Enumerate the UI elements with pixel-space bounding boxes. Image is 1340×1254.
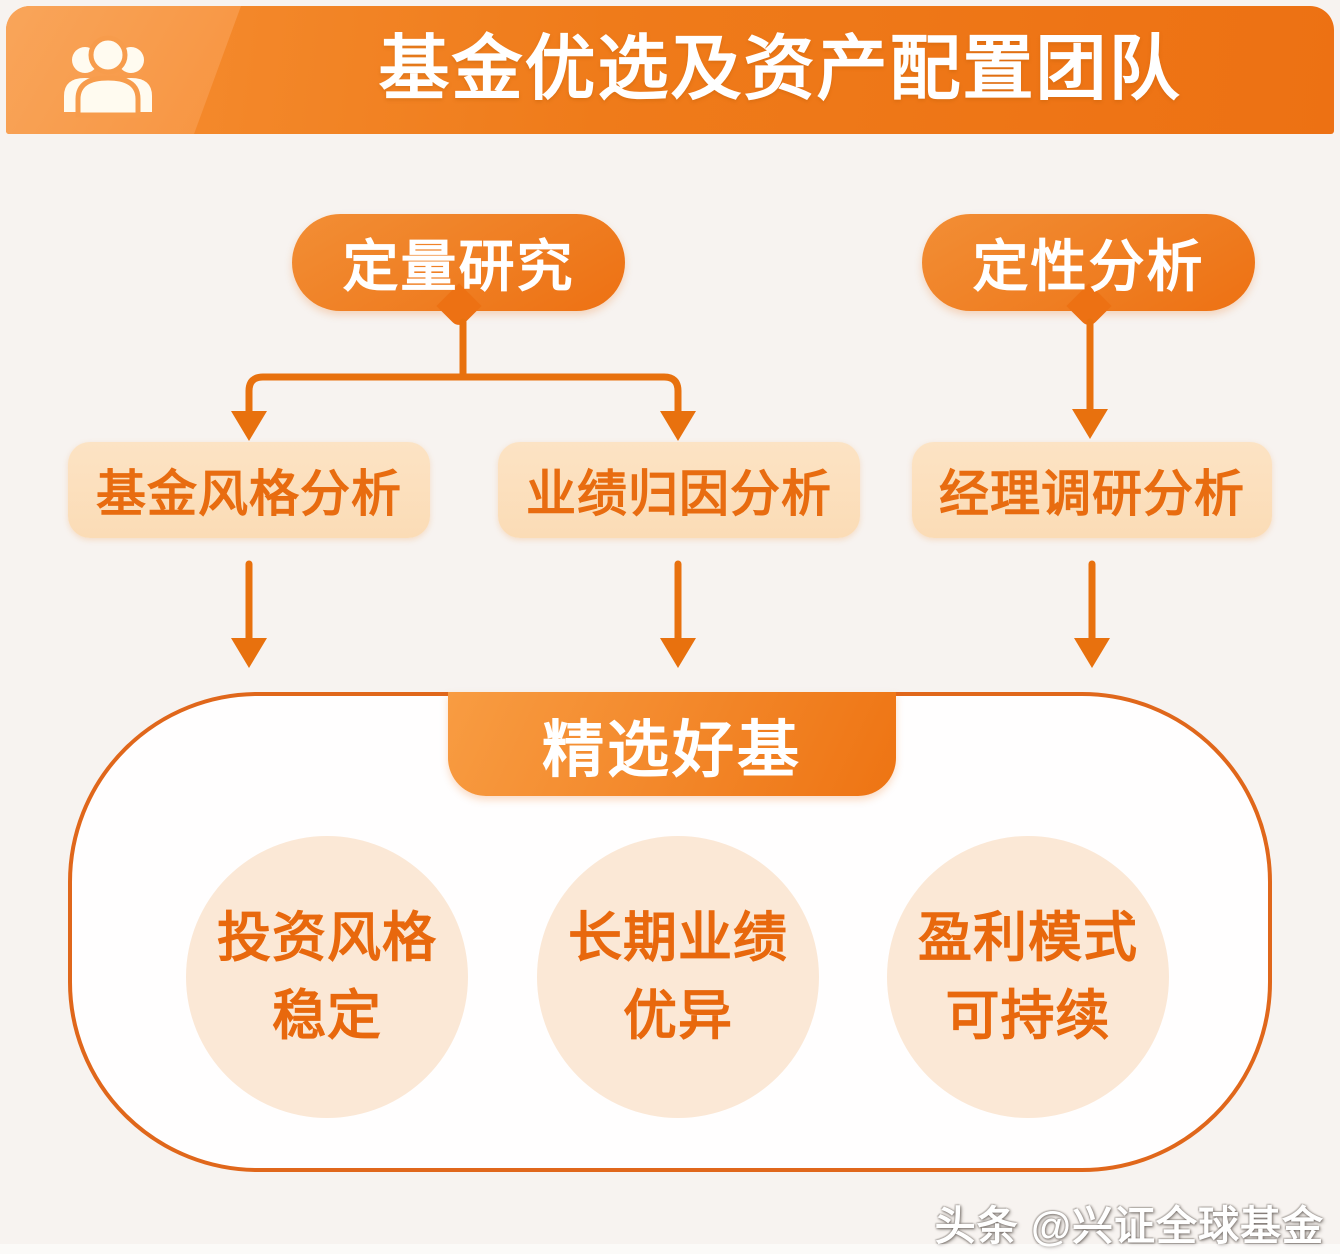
criterion-line2: 可持续 xyxy=(945,986,1111,1046)
criterion-circle-longterm-performance: 长期业绩 优异 xyxy=(537,836,819,1118)
split-arrow xyxy=(231,318,696,441)
watermark: 头条 @兴证全球基金 xyxy=(934,1203,1324,1249)
criterion-line2: 稳定 xyxy=(272,986,382,1046)
box3-down-arrow xyxy=(1074,560,1110,668)
result-label: 精选好基 xyxy=(448,692,896,796)
team-people-icon xyxy=(64,35,152,118)
analysis-box-manager-research: 经理调研分析 xyxy=(912,442,1272,538)
analysis-box-performance-attribution: 业绩归因分析 xyxy=(498,442,860,538)
qualitative-analysis-label: 定性分析 xyxy=(972,235,1205,298)
bottom-edge-band xyxy=(0,1244,1340,1254)
box1-down-arrow xyxy=(231,560,267,668)
criterion-line2: 优异 xyxy=(623,986,733,1046)
criterion-line1: 长期业绩 xyxy=(568,907,788,968)
box2-down-arrow xyxy=(660,560,696,668)
quantitative-research-pill: 定量研究 xyxy=(292,214,625,329)
quantitative-research-label: 定量研究 xyxy=(342,235,575,298)
page-title: 基金优选及资产配置团队 xyxy=(378,30,1182,109)
header-banner: 基金优选及资产配置团队 xyxy=(6,6,1334,134)
analysis-box-fund-style: 基金风格分析 xyxy=(68,442,430,538)
criterion-line1: 盈利模式 xyxy=(918,907,1138,968)
criterion-circle-sustainable-profit: 盈利模式 可持续 xyxy=(887,836,1169,1118)
qualitative-down-arrow xyxy=(1072,318,1108,439)
criterion-circle-style-stable: 投资风格 稳定 xyxy=(186,836,468,1118)
qualitative-analysis-pill: 定性分析 xyxy=(922,214,1255,329)
criterion-line1: 投资风格 xyxy=(217,907,437,968)
